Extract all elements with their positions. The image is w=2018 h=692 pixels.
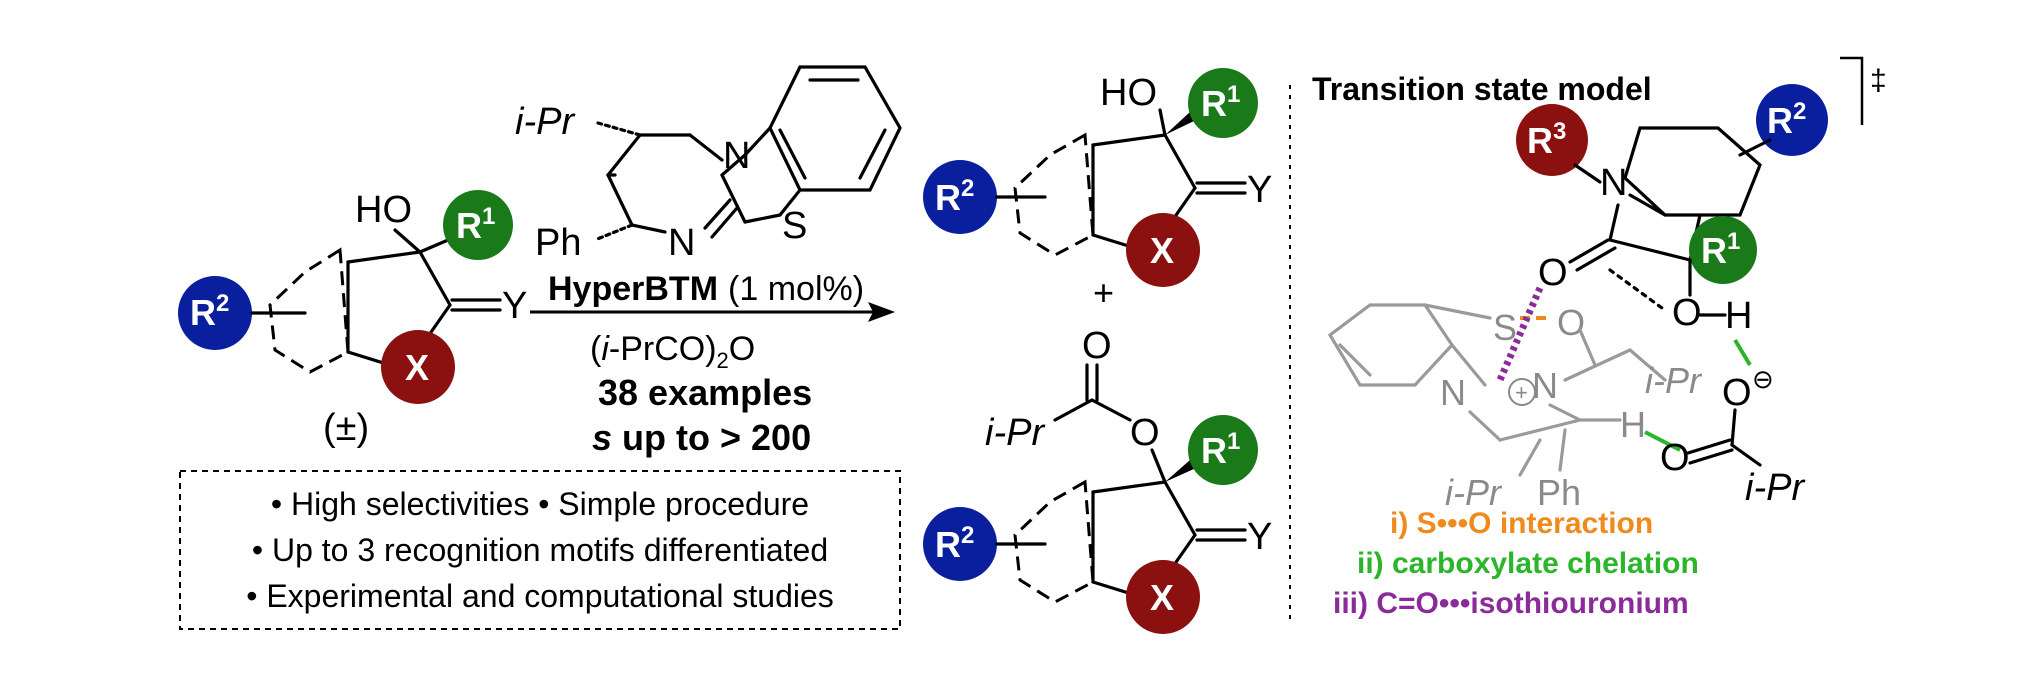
ts-minus-charge: ⊖ bbox=[1752, 364, 1774, 394]
interaction-legend: i) S•••O interaction ii) carboxylate che… bbox=[1333, 507, 1699, 620]
svg-text:R2: R2 bbox=[935, 522, 974, 565]
features-box: • High selectivities • Simple procedure … bbox=[179, 470, 901, 630]
x-badge-letter: X bbox=[405, 347, 429, 388]
svg-text:X: X bbox=[1150, 230, 1174, 271]
ts-o-minus: O bbox=[1722, 372, 1752, 414]
svg-text:R1: R1 bbox=[1201, 81, 1240, 124]
catalyst-loading: (1 mol%) bbox=[728, 270, 864, 308]
svg-text:R2: R2 bbox=[1767, 98, 1806, 141]
ester-o-label: O bbox=[1130, 412, 1160, 454]
catalyst-name: HyperBTM bbox=[548, 270, 718, 308]
svg-text:X: X bbox=[1150, 577, 1174, 618]
plus-sign: + bbox=[1093, 272, 1114, 313]
r1-badge-letter: R bbox=[456, 205, 482, 246]
reagent-label: (i-PrCO)2O bbox=[590, 330, 755, 373]
ts-h2: H bbox=[1620, 404, 1646, 445]
ts-ipr-ring: i-Pr bbox=[1445, 472, 1503, 513]
product2-r2-badge: R2 bbox=[923, 507, 997, 581]
ts-ph-label: Ph bbox=[1537, 472, 1581, 513]
legend-co-isothiouronium: iii) C=O•••isothiouronium bbox=[1333, 587, 1689, 620]
ts-o-ketone: O bbox=[1538, 252, 1568, 294]
r1-badge-sup: 1 bbox=[482, 203, 495, 230]
r2-badge: R2 bbox=[178, 276, 252, 350]
product2-x-badge: X bbox=[1126, 560, 1200, 634]
catalyst-ph-label: Ph bbox=[535, 222, 581, 264]
substrate-y-label: Y bbox=[502, 285, 527, 327]
feature-line-2: • Up to 3 recognition motifs differentia… bbox=[252, 532, 828, 568]
catalyst-s-atom: S bbox=[782, 205, 807, 247]
product1-r2-badge: R2 bbox=[923, 160, 997, 234]
product-ester: O i-Pr O R2 Y R1 X bbox=[923, 325, 1272, 634]
catalyst-ipr-label: i-Pr bbox=[515, 101, 575, 143]
product2-y-label: Y bbox=[1247, 516, 1272, 558]
ts-n-indoline: N bbox=[1600, 162, 1627, 204]
examples-label: 38 examples bbox=[598, 372, 812, 413]
svg-text:R1: R1 bbox=[456, 203, 495, 246]
svg-text:R1: R1 bbox=[1201, 428, 1240, 471]
feature-line-1: • High selectivities • Simple procedure bbox=[271, 486, 809, 522]
product1-r1-badge: R1 bbox=[1188, 68, 1258, 138]
product1-y-label: Y bbox=[1247, 169, 1272, 211]
interaction-ch-chelation-line bbox=[1644, 430, 1681, 452]
product-alcohol: R2 Y HO R1 X bbox=[923, 68, 1272, 287]
ts-ipr-carboxylate: i-Pr bbox=[1745, 467, 1805, 509]
racemic-label: (±) bbox=[323, 407, 369, 449]
x-badge: X bbox=[381, 330, 455, 404]
ts-ipr-acyl: i-Pr bbox=[1645, 360, 1703, 401]
ts-o-carboxylate: O bbox=[1660, 437, 1690, 479]
r2-badge-letter: R bbox=[190, 292, 216, 333]
ts-title: Transition state model bbox=[1312, 71, 1652, 107]
product1-ho-label: HO bbox=[1100, 72, 1157, 114]
ts-n-right: N bbox=[1532, 365, 1558, 406]
ts-r3-badge: R3 bbox=[1516, 104, 1588, 176]
svg-text:R2: R2 bbox=[190, 290, 229, 333]
legend-carboxylate-chelation: ii) carboxylate chelation bbox=[1357, 547, 1699, 580]
ester-carbonyl-o: O bbox=[1082, 325, 1112, 367]
ts-s-atom: S bbox=[1493, 307, 1517, 348]
legend-so-interaction: i) S•••O interaction bbox=[1390, 507, 1653, 540]
ts-plus-charge: + bbox=[1515, 380, 1528, 405]
ts-n-left: N bbox=[1440, 372, 1466, 413]
interaction-co-isothiouronium-line bbox=[1496, 286, 1544, 382]
catalyst-structure: i-Pr Ph N N S HyperBTM (1 mol%) bbox=[515, 65, 902, 308]
svg-text:HyperBTM(1 mol%): HyperBTM (1 mol%) bbox=[548, 270, 864, 308]
ts-o-acyl: O bbox=[1557, 302, 1585, 343]
ester-ipr-label: i-Pr bbox=[985, 412, 1045, 454]
ts-r2-badge: R2 bbox=[1756, 84, 1828, 156]
ts-r1-badge: R1 bbox=[1689, 216, 1757, 284]
ts-o-hydroxyl: O bbox=[1672, 292, 1702, 334]
r2-badge-sup: 2 bbox=[216, 290, 229, 317]
substrate-structure: R2 Y HO R1 X (±) bbox=[178, 189, 527, 449]
svg-text:R3: R3 bbox=[1527, 118, 1566, 161]
product2-r1-badge: R1 bbox=[1188, 415, 1258, 485]
catalyst-n-imine: N bbox=[668, 222, 695, 264]
reaction-arrow bbox=[530, 302, 895, 322]
feature-line-3: • Experimental and computational studies bbox=[246, 578, 834, 614]
svg-text:R2: R2 bbox=[935, 175, 974, 218]
r1-badge: R1 bbox=[443, 190, 513, 260]
substrate-ho-label: HO bbox=[355, 189, 412, 231]
product1-x-badge: X bbox=[1126, 213, 1200, 287]
interaction-oh-chelation-line bbox=[1733, 338, 1752, 367]
ts-h1: H bbox=[1725, 295, 1752, 337]
ts-dagger: ‡ bbox=[1870, 64, 1887, 97]
transition-state-model: Transition state model ‡ R3 R2 N O R1 O bbox=[1312, 56, 1887, 620]
svg-text:R1: R1 bbox=[1701, 228, 1740, 271]
catalyst-n-ring: N bbox=[723, 135, 750, 177]
